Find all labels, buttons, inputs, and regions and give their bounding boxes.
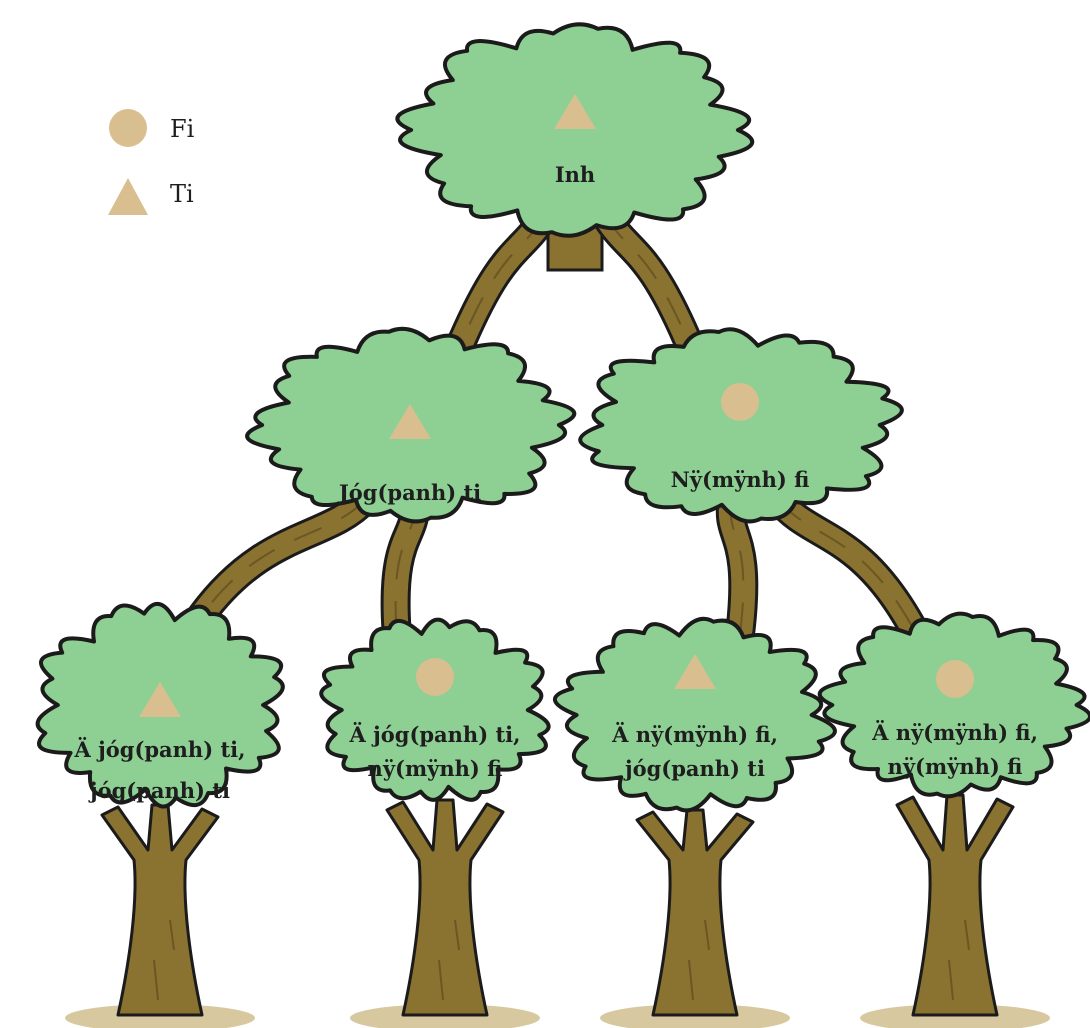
branch-grain <box>777 499 913 626</box>
branch <box>592 203 700 352</box>
node-label-rr: Ä nÿ(mÿnh) fi, <box>871 720 1038 745</box>
node-label-root: Inh <box>555 162 595 187</box>
tree-trunk <box>635 808 755 1017</box>
tree-trunk <box>895 793 1015 1017</box>
node-label-lr: Ä jóg(panh) ti, <box>349 722 521 747</box>
ti-triangle-icon <box>389 404 431 439</box>
canopy-rl <box>552 616 837 813</box>
canopy-rr <box>817 611 1090 799</box>
branch-grain <box>201 499 366 616</box>
tree-trunk <box>385 798 505 1017</box>
trunk-layer <box>100 793 1015 1017</box>
legend: Fi Ti <box>108 109 195 215</box>
ti-triangle-icon <box>674 654 716 689</box>
node-label-left: Jóg(panh) ti <box>337 480 481 505</box>
canopy-right <box>578 327 904 524</box>
fi-circle-icon <box>416 658 454 696</box>
legend-label-ti: Ti <box>170 180 194 208</box>
legend-triangle-icon <box>108 178 148 215</box>
bark-line <box>948 919 970 1001</box>
fi-circle-icon <box>721 383 759 421</box>
node-label-rr: nÿ(mÿnh) fi <box>888 754 1023 779</box>
legend-circle-icon <box>109 109 147 147</box>
node-label-rl: jóg(panh) ti <box>623 756 765 781</box>
canopy-lr <box>319 617 551 802</box>
node-label-right: Nÿ(mÿnh) fi <box>671 467 810 492</box>
node-label-lr: nÿ(mÿnh) fi <box>368 756 503 781</box>
fi-circle-icon <box>936 660 974 698</box>
legend-label-fi: Fi <box>170 115 195 143</box>
branch <box>190 488 377 627</box>
bark-line <box>688 919 710 1001</box>
branch-layer <box>187 200 927 645</box>
ground-layer <box>65 1004 1050 1028</box>
bark-line <box>153 919 175 1001</box>
bark-line <box>438 919 460 1001</box>
node-label-ll: Ä jóg(panh) ti, <box>74 737 246 762</box>
canopy-root <box>395 22 755 238</box>
node-label-rl: Ä nÿ(mÿnh) fi, <box>611 722 778 747</box>
node-label-ll: jóg(panh) ti <box>88 778 230 803</box>
tree-trunk <box>100 803 220 1017</box>
ti-triangle-icon <box>139 682 181 717</box>
ti-triangle-icon <box>554 94 596 129</box>
